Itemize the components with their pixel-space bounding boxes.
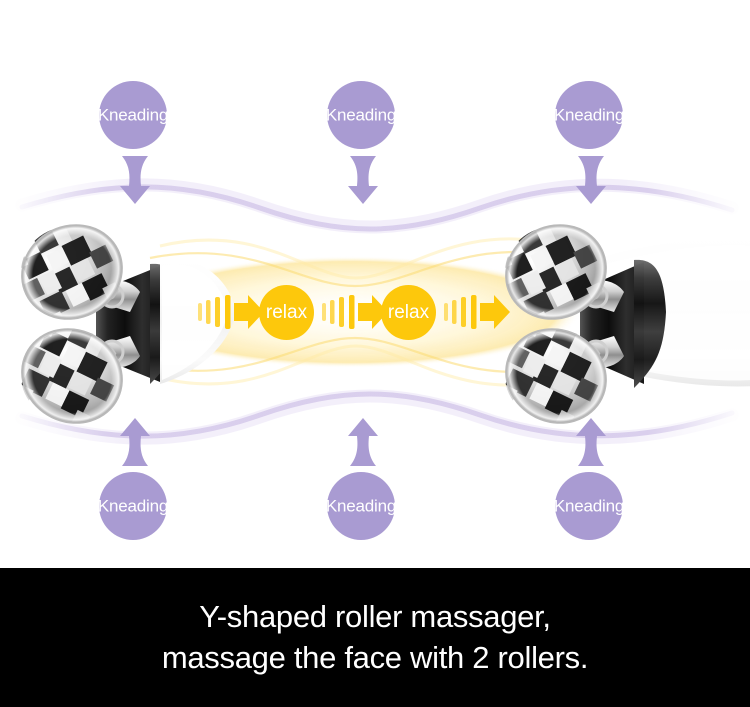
arrow-down-left (120, 156, 150, 204)
kneading-badge-top-left: Kneading (97, 81, 169, 149)
relax-label: relax (265, 302, 308, 323)
motion-arrow-2 (322, 295, 388, 329)
kneading-label: Kneading (553, 105, 625, 125)
relax-label: relax (387, 302, 430, 323)
motion-arrow-1 (198, 295, 264, 329)
motion-arrow-3 (444, 295, 510, 329)
relax-badge-1: relax (259, 285, 314, 340)
direction-arrows-layer (120, 156, 606, 466)
relax-badge-2: relax (381, 285, 436, 340)
kneading-badge-bottom-center: Kneading (325, 472, 397, 540)
kneading-label: Kneading (553, 496, 625, 516)
arrow-down-center (348, 156, 378, 204)
kneading-label: Kneading (97, 105, 169, 125)
kneading-label: Kneading (325, 496, 397, 516)
device-right (505, 224, 750, 424)
arrow-up-left (120, 418, 150, 466)
kneading-label: Kneading (325, 105, 397, 125)
wave-bottom (15, 389, 739, 445)
kneading-badge-top-center: Kneading (325, 81, 397, 149)
kneading-badge-top-right: Kneading (553, 81, 625, 149)
caption-line-1: Y-shaped roller massager, (199, 599, 551, 635)
kneading-badge-bottom-right: Kneading (553, 472, 625, 540)
illustration-area: Kneading Kneading Kneading Kneading Knea… (15, 81, 750, 540)
device-left (21, 224, 236, 424)
arrow-up-right (576, 418, 606, 466)
caption-line-2: massage the face with 2 rollers. (161, 639, 589, 675)
caption-band: Y-shaped roller massager, massage the fa… (0, 568, 750, 707)
motion-arrows-layer (198, 295, 510, 329)
arrow-down-right (576, 156, 606, 204)
kneading-label: Kneading (97, 496, 169, 516)
arrow-up-center (348, 418, 378, 466)
scene-artwork (15, 178, 750, 445)
kneading-badge-bottom-left: Kneading (97, 472, 169, 540)
